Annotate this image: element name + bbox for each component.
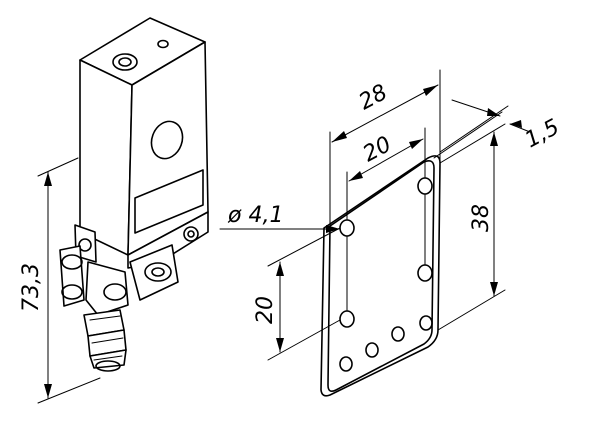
plate-thickness-dimension bbox=[433, 99, 531, 159]
plate-hole bbox=[339, 356, 353, 372]
hole-spacing-horizontal-dimension bbox=[346, 127, 426, 221]
sensor-height-label: 73,3 bbox=[19, 263, 44, 312]
hole-spacing-horizontal-label: 20 bbox=[359, 132, 395, 167]
sensor-height-dimension bbox=[37, 157, 101, 404]
plate-thickness-label: 1,5 bbox=[521, 115, 564, 154]
plate-hole bbox=[419, 315, 433, 331]
plate-height-label: 38 bbox=[469, 204, 494, 232]
plate-height-dimension bbox=[437, 123, 506, 331]
sensor-body bbox=[59, 17, 209, 372]
hole-diameter-leader bbox=[219, 225, 340, 233]
plate-hole bbox=[391, 326, 405, 342]
plate-hole bbox=[365, 342, 379, 358]
plate-width-dimension bbox=[329, 69, 441, 227]
mounting-plate bbox=[320, 155, 441, 397]
hole-diameter-label: ø 4,1 bbox=[227, 203, 283, 228]
plate-width-label: 28 bbox=[355, 80, 391, 115]
hole-spacing-vertical-label: 20 bbox=[253, 296, 278, 324]
hole-spacing-vertical-dimension bbox=[267, 227, 341, 361]
